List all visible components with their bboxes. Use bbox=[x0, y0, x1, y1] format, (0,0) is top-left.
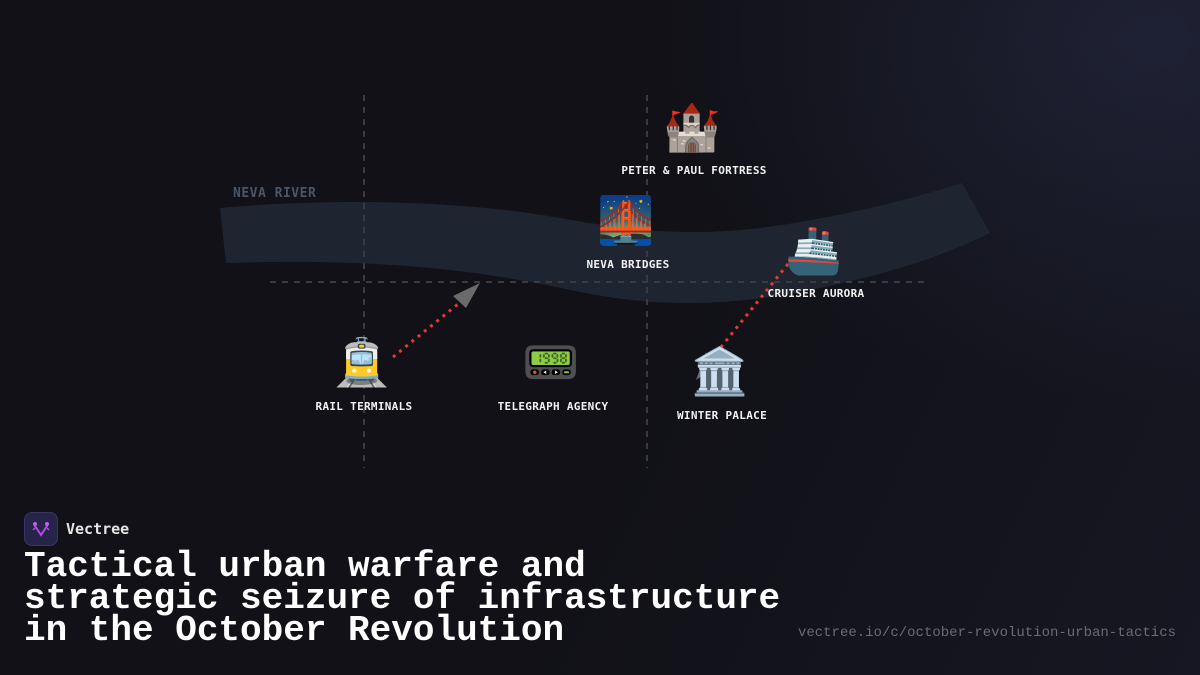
location-label-telegraph: TELEGRAPH AGENCY bbox=[497, 400, 609, 413]
location-label-fortress: PETER & PAUL FORTRESS bbox=[621, 164, 767, 177]
neva-river bbox=[220, 183, 990, 304]
source-url[interactable]: vectree.io/c/october-revolution-urban-ta… bbox=[797, 625, 1176, 641]
page-title: Tactical urban warfare and strategic sei… bbox=[24, 546, 781, 651]
arrowhead-icon bbox=[453, 283, 480, 308]
river-label: NEVA RIVER bbox=[233, 186, 317, 201]
pager-icon: 📟 bbox=[522, 335, 580, 389]
brand-name: Vectree bbox=[66, 520, 130, 538]
classical-building-icon: 🏛️ bbox=[691, 344, 749, 398]
location-label-rail: RAIL TERMINALS bbox=[315, 400, 413, 413]
vectree-logo-icon bbox=[24, 512, 58, 546]
attack-path-rail-to-bridges bbox=[392, 298, 464, 359]
title-line: Tactical urban warfare and bbox=[24, 546, 586, 587]
title-line: in the October Revolution bbox=[24, 610, 565, 651]
castle-icon: 🏰 bbox=[663, 100, 721, 154]
tram-icon: 🚊 bbox=[333, 335, 391, 389]
brand[interactable]: Vectree bbox=[24, 512, 129, 546]
location-label-bridges: NEVA BRIDGES bbox=[586, 258, 670, 271]
location-label-palace: WINTER PALACE bbox=[677, 409, 767, 422]
location-label-aurora: CRUISER AURORA bbox=[767, 287, 865, 300]
title-line: strategic seizure of infrastructure bbox=[24, 578, 781, 619]
ship-icon: 🚢 bbox=[785, 223, 843, 277]
arrowhead-icon bbox=[696, 352, 708, 380]
bridge-at-night-icon: 🌉 bbox=[597, 193, 655, 247]
attack-path-aurora-to-palace bbox=[715, 263, 790, 353]
